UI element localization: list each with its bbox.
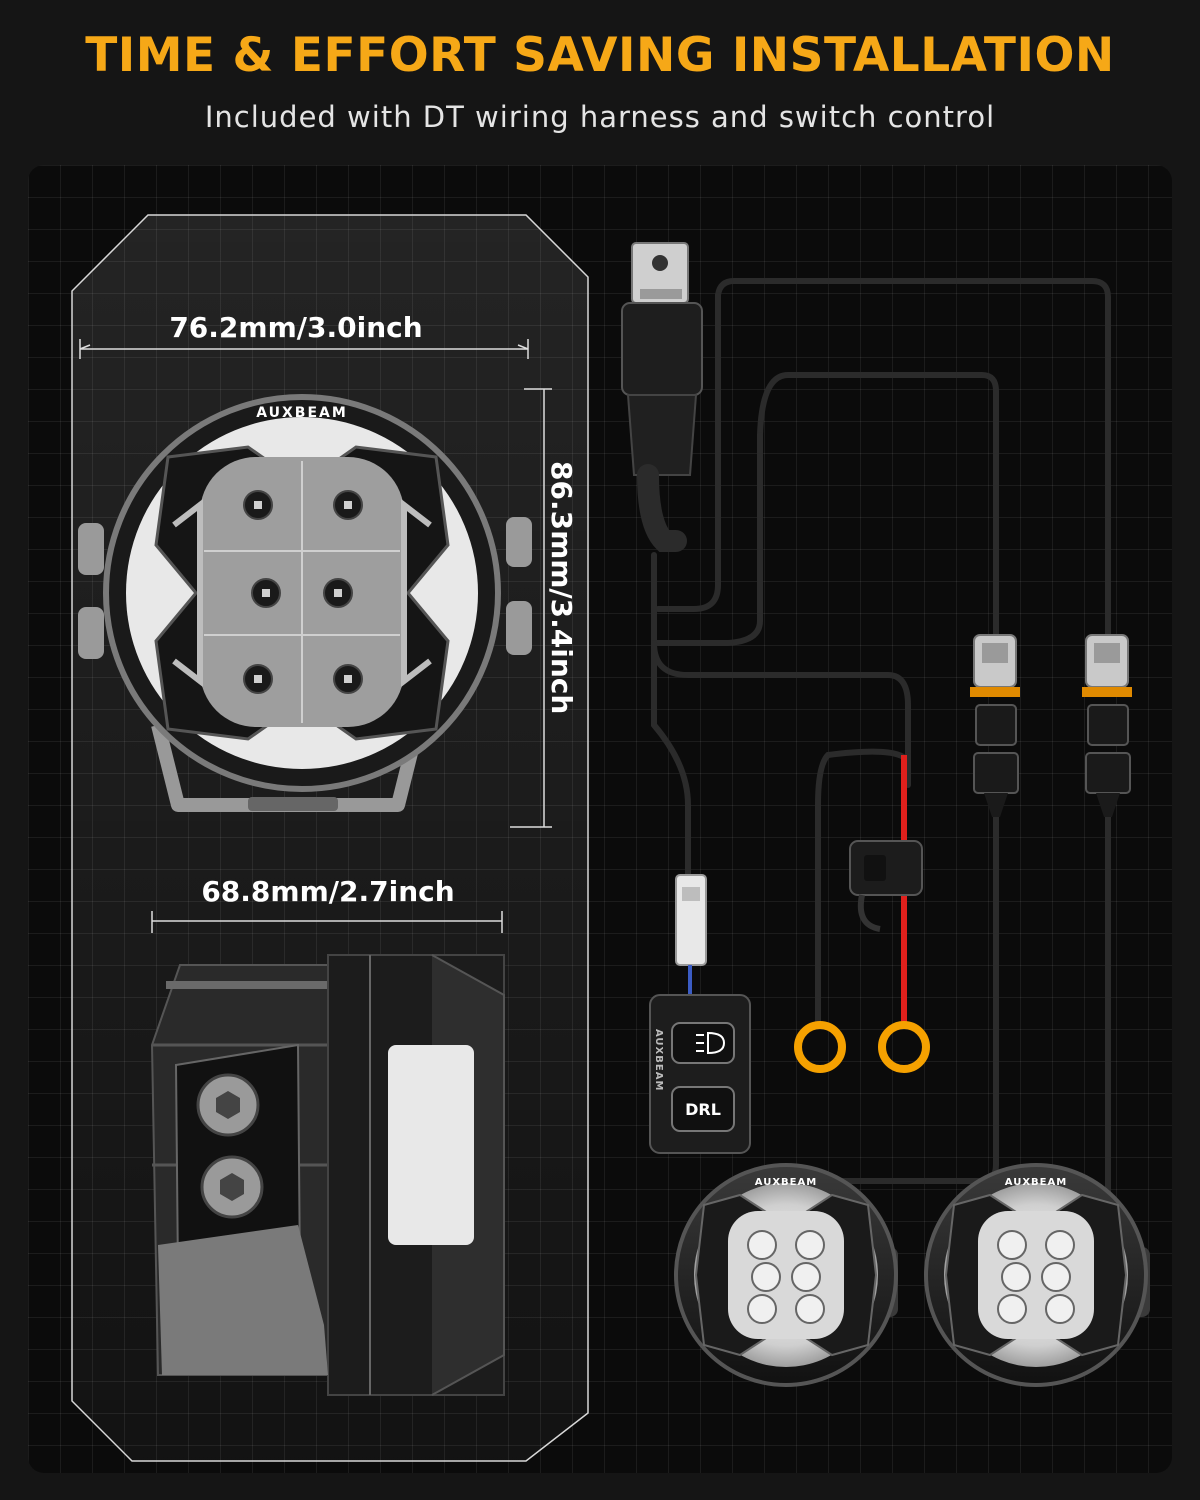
drl-button [671, 1086, 735, 1132]
product-diagram-panel: 76.2mm/3.0inch 86.3mm/3.4inch [28, 165, 1172, 1473]
light-side-view [150, 954, 505, 1396]
relay [621, 242, 703, 552]
front-width-label: 76.2mm/3.0inch [169, 311, 422, 344]
ring-terminal-ground [794, 1021, 846, 1073]
front-width-dimension: 76.2mm/3.0inch [79, 311, 529, 359]
dt-connector-1 [970, 634, 1020, 817]
installed-light-right: AUXBEAM [924, 1163, 1150, 1387]
installed-light-left: AUXBEAM [674, 1163, 898, 1387]
page-title: TIME & EFFORT SAVING INSTALLATION [85, 28, 1115, 83]
height-label: 86.3mm/3.4inch [545, 461, 578, 714]
switch-connector [675, 874, 707, 995]
page-subtitle: Included with DT wiring harness and swit… [204, 100, 996, 134]
drl-button-label: DRL [685, 1100, 721, 1119]
brand-logo-front: AUXBEAM [256, 405, 348, 421]
fuse-holder [849, 840, 923, 932]
headlight-icon [696, 1031, 726, 1055]
dt-connector-2 [1082, 634, 1132, 817]
height-dimension: 86.3mm/3.4inch [510, 388, 578, 828]
brand-logo-light-left: AUXBEAM [755, 1177, 817, 1188]
brand-logo-light-right: AUXBEAM [1005, 1177, 1067, 1188]
brand-logo-switch: AUXBEAM [653, 1029, 664, 1091]
side-depth-dimension: 68.8mm/2.7inch [151, 875, 503, 933]
side-depth-label: 68.8mm/2.7inch [201, 875, 454, 908]
installation-illustration: 76.2mm/3.0inch 86.3mm/3.4inch [71, 214, 1150, 1462]
light-front-view: AUXBEAM [78, 394, 532, 812]
switch-control: AUXBEAM DRL [649, 994, 751, 1154]
ring-terminal-power [878, 1021, 930, 1073]
